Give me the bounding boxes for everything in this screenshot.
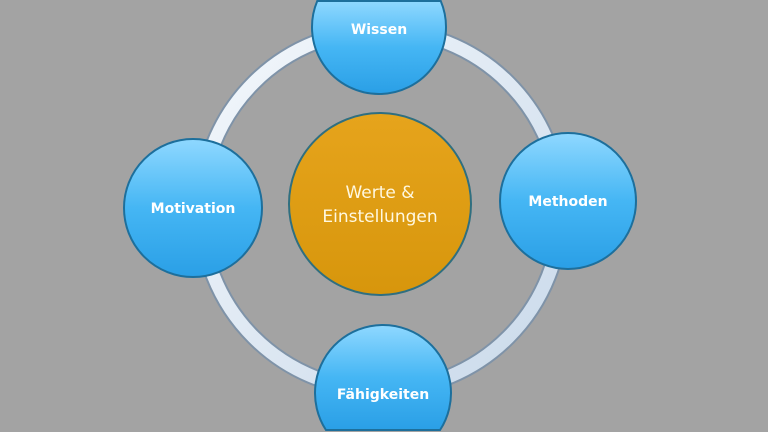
node-wissen: Wissen (311, 0, 447, 95)
center-label-line2: Einstellungen (322, 207, 437, 227)
node-methoden: Methoden (499, 132, 637, 270)
node-label-motivation: Motivation (151, 201, 236, 217)
center-label-line1: Werte & (345, 183, 414, 203)
node-faehigkeiten: Fähigkeiten (314, 324, 452, 431)
node-label-methoden: Methoden (528, 194, 607, 210)
center-node: Werte & Einstellungen (288, 112, 472, 296)
node-label-wissen: Wissen (351, 22, 407, 38)
node-motivation: Motivation (123, 138, 263, 278)
node-label-faehigkeiten: Fähigkeiten (337, 387, 429, 403)
